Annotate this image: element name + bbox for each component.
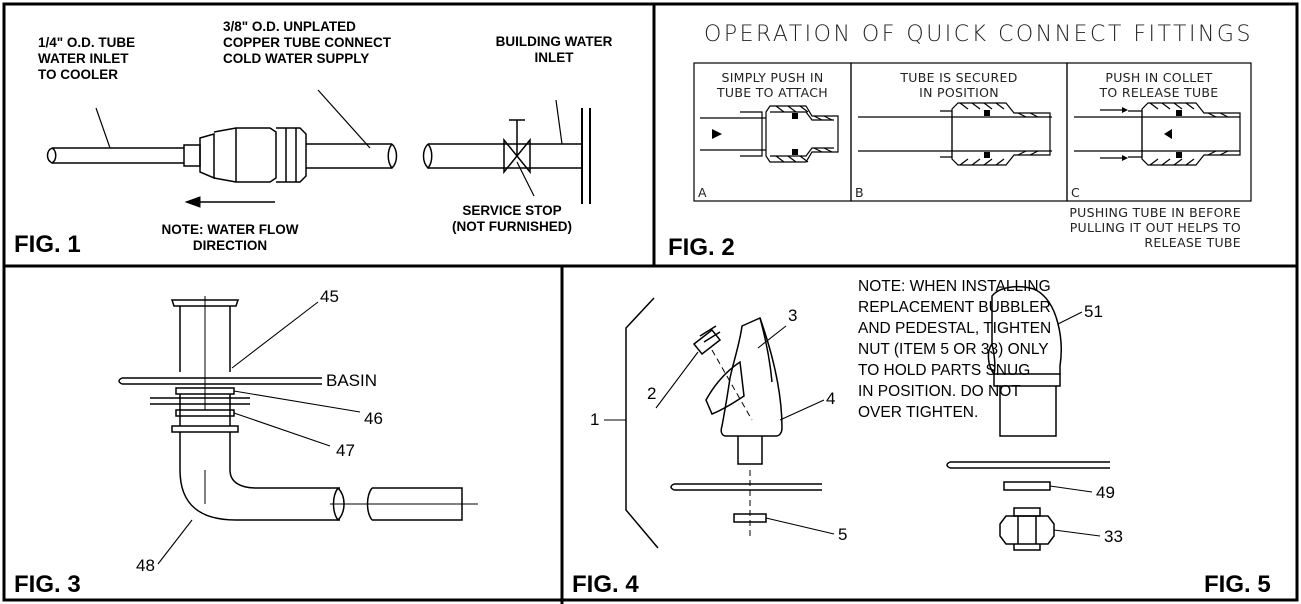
fig3-label: FIG. 3 — [14, 571, 81, 598]
fig2-letter-c: C — [1071, 185, 1081, 200]
fig4-callout-1: 1 — [590, 410, 600, 429]
fig5-callout-49: 49 — [1096, 483, 1115, 502]
fig2-letter-a: A — [698, 185, 707, 200]
fig3-drawing — [118, 296, 478, 565]
fig5-label: FIG. 5 — [1204, 571, 1271, 598]
fig3-callout-47: 47 — [336, 441, 355, 460]
fig2-drawing — [693, 62, 1252, 202]
fig4-callout-3: 3 — [788, 306, 798, 325]
fig2-label: FIG. 2 — [668, 234, 735, 261]
fig3-callout-basin: BASIN — [326, 371, 378, 390]
fig2-title: OPERATION OF QUICK CONNECT FITTINGS — [704, 22, 1253, 47]
fig1-drawing — [46, 89, 591, 204]
fig2-seals-arrows — [712, 107, 1182, 161]
fig5-drawing — [946, 285, 1110, 551]
fig5-callout-51: 51 — [1084, 302, 1103, 321]
fig4-label: FIG. 4 — [572, 571, 639, 598]
fig1-service-stop-label: SERVICE STOP(NOT FURNISHED) — [452, 203, 572, 234]
fig3-callout-45: 45 — [320, 287, 339, 306]
fig4-drawing — [604, 297, 835, 549]
fig4-callout-4: 4 — [826, 389, 836, 408]
fig5-callout-33: 33 — [1104, 527, 1123, 546]
frame-bottom — [2, 264, 1299, 602]
fig1-flow-arrow — [184, 196, 275, 208]
fig3-callout-48: 48 — [136, 556, 155, 575]
fig4-callout-2: 2 — [647, 384, 657, 403]
fig3-callout-46: 46 — [364, 409, 383, 428]
fig1-label: FIG. 1 — [14, 231, 81, 258]
fig4-callout-5: 5 — [838, 525, 848, 544]
fig2-letter-b: B — [855, 185, 864, 200]
